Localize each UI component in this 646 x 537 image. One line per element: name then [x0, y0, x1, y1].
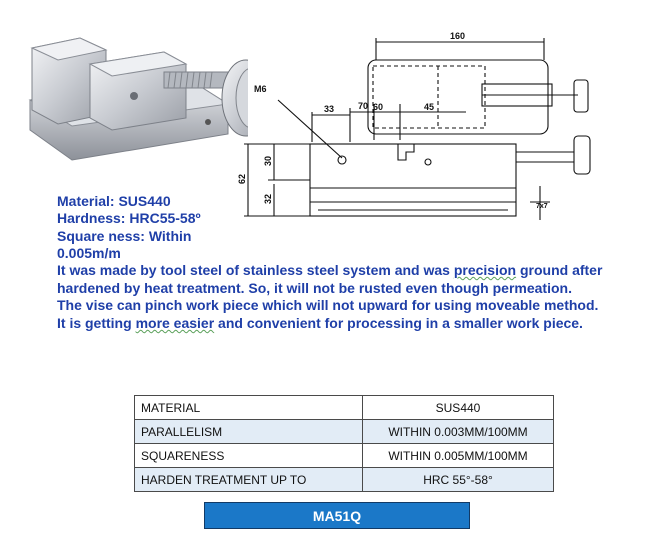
dim-160: 160	[450, 31, 465, 41]
dim-70: 70	[358, 101, 368, 111]
properties-table: MATERIAL SUS440 PARALLELISM WITHIN 0.003…	[134, 395, 554, 492]
spec-material: Material: SUS440	[57, 193, 171, 209]
description-paragraph-2: The vise can pinch work piece which will…	[57, 297, 599, 314]
dim-33: 33	[324, 104, 334, 114]
product-photo	[28, 37, 248, 161]
dim-30: 30	[263, 156, 273, 166]
table-row: HARDEN TREATMENT UP TO HRC 55°-58°	[134, 467, 554, 492]
spec-squareness: Square ness: Within	[57, 228, 192, 244]
dim-62: 62	[238, 174, 247, 184]
table-cell-value: HRC 55°-58°	[362, 467, 554, 492]
table-cell-value: SUS440	[362, 395, 554, 420]
table-cell-label: PARALLELISM	[134, 419, 363, 444]
text: more easier	[135, 314, 215, 331]
spec-hardness: Hardness: HRC55-58º	[57, 210, 201, 226]
table-cell-label: MATERIAL	[134, 395, 363, 420]
text: precision	[453, 262, 517, 278]
dim-7x7: 7x7	[536, 203, 548, 210]
table-row: MATERIAL SUS440	[134, 395, 554, 420]
table-cell-value: WITHIN 0.005MM/100MM	[362, 443, 554, 468]
table-cell-label: SQUARENESS	[134, 443, 363, 468]
callout-m6: M6	[254, 84, 267, 94]
text: ground after hardened by heat treatment.…	[57, 262, 603, 296]
dim-60: 60	[373, 102, 383, 112]
text: It is getting	[57, 314, 136, 331]
text: It was made by tool steel of stainless s…	[57, 262, 454, 278]
dim-45: 45	[424, 102, 434, 112]
dim-32: 32	[263, 194, 273, 204]
description-paragraph-1: It was made by tool steel of stainless s…	[57, 262, 627, 297]
description-paragraph-3: It is getting more easier and convenient…	[57, 315, 627, 333]
description: It was made by tool steel of stainless s…	[57, 262, 627, 332]
table-cell-label: HARDEN TREATMENT UP TO	[134, 467, 363, 492]
table-row: SQUARENESS WITHIN 0.005MM/100MM	[134, 443, 554, 468]
table-row: PARALLELISM WITHIN 0.003MM/100MM	[134, 419, 554, 444]
text: and convenient for processing in a small…	[214, 314, 583, 331]
model-banner: MA51Q	[204, 502, 470, 529]
technical-drawing: 160 33 70 60 45 30 62 32 7x7 M6	[238, 31, 591, 220]
table-cell-value: WITHIN 0.003MM/100MM	[362, 419, 554, 444]
spec-squareness-value: 0.005m/m	[57, 245, 121, 261]
